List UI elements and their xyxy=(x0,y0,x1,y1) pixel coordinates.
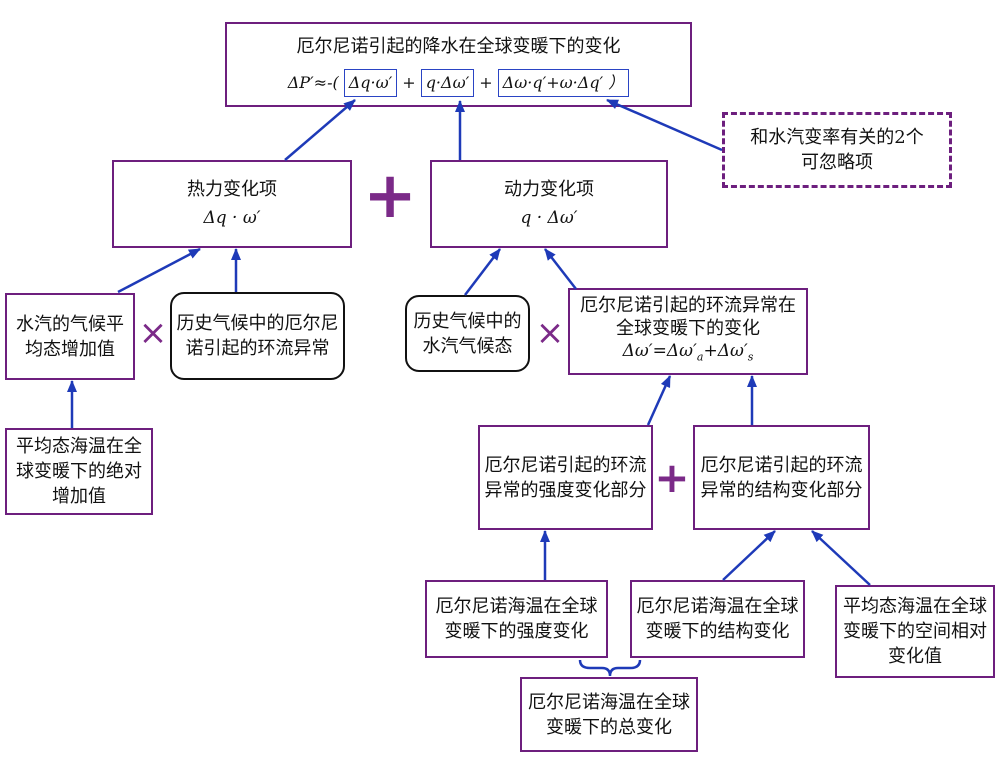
enso-sst-total-line-2: 变暖下的总变化 xyxy=(546,716,672,738)
intensity-part-line-1: 厄尔尼诺引起的环流 xyxy=(484,454,647,476)
formula-term-negligible: Δω·q′+ω·Δq′ ） xyxy=(497,69,630,97)
brace-icon xyxy=(578,659,642,677)
water-mean-increase-line-2: 均态增加值 xyxy=(25,338,115,360)
mean-sst-absolute-line-2: 球变暖下的绝对 xyxy=(16,461,142,482)
mean-sst-spatial-box: 平均态海温在全球 变暖下的空间相对 变化值 xyxy=(835,585,995,678)
enso-sst-total-box: 厄尔尼诺海温在全球 变暖下的总变化 xyxy=(520,677,698,752)
arrow-water-mean-to-thermo xyxy=(117,247,201,294)
historical-circulation-box: 历史气候中的厄尔尼 诺引起的环流异常 xyxy=(170,292,345,380)
arrow-mean-spatial-to-structure-part xyxy=(811,530,871,586)
mean-sst-spatial-line-2: 变暖下的空间相对 xyxy=(843,621,987,642)
negligible-note-box: 和水汽变率有关的2个 可忽略项 xyxy=(722,112,952,188)
formula-plus-1: + xyxy=(402,73,416,92)
times-right-operator: × xyxy=(535,313,565,353)
arrow-circulation-change-to-dynamic xyxy=(544,248,577,290)
thermo-term-title: 热力变化项 xyxy=(187,179,277,200)
precip-change-title: 厄尔尼诺引起的降水在全球变暖下的变化 xyxy=(296,36,621,57)
circulation-formula-sub-a: a xyxy=(696,350,704,364)
mean-sst-spatial-line-3: 变化值 xyxy=(888,646,942,667)
precip-change-box: 厄尔尼诺引起的降水在全球变暖下的变化 ΔP′≈-( Δq·ω′ + q·Δω′ … xyxy=(225,22,692,107)
enso-sst-structure-line-1: 厄尔尼诺海温在全球 xyxy=(636,596,799,617)
structure-part-box: 厄尔尼诺引起的环流 异常的结构变化部分 xyxy=(693,425,870,530)
negligible-note-line-2: 可忽略项 xyxy=(801,152,873,173)
dynamic-term-box: 动力变化项 q · Δω′ xyxy=(430,160,668,248)
dynamic-term-title: 动力变化项 xyxy=(504,179,594,200)
negligible-note-line-1: 和水汽变率有关的2个 xyxy=(750,127,924,148)
mean-sst-absolute-line-1: 平均态海温在全 xyxy=(16,436,142,457)
precip-formula: ΔP′≈-( Δq·ω′ + q·Δω′ + Δω·q′+ω·Δq′ ） xyxy=(288,69,630,97)
arrow-note-to-negligible-term xyxy=(606,98,723,152)
mean-sst-absolute-box: 平均态海温在全 球变暖下的绝对 增加值 xyxy=(5,428,153,515)
circulation-formula-plus: +Δω′ xyxy=(703,341,748,362)
arrow-thermo-to-term xyxy=(284,99,356,161)
formula-term-thermo: Δq·ω′ xyxy=(343,69,398,97)
times-left-operator: × xyxy=(138,313,168,353)
arrow-hist-water-to-dynamic xyxy=(464,248,501,296)
structure-part-line-1: 厄尔尼诺引起的环流 xyxy=(700,454,863,476)
plus-lower-operator: + xyxy=(654,453,690,502)
plus-main-operator: + xyxy=(363,159,417,233)
historical-water-line-2: 水汽气候态 xyxy=(422,335,513,357)
intensity-part-line-2: 异常的强度变化部分 xyxy=(484,479,647,501)
enso-sst-structure-line-2: 变暖下的结构变化 xyxy=(645,621,790,642)
formula-term-dynamic: q·Δω′ xyxy=(420,69,475,97)
enso-sst-intensity-line-2: 变暖下的强度变化 xyxy=(444,621,589,642)
circulation-formula-main: Δω′=Δω′ xyxy=(622,341,697,362)
mean-sst-spatial-line-1: 平均态海温在全球 xyxy=(843,596,987,617)
formula-plus-2: + xyxy=(479,73,493,92)
historical-circulation-line-2: 诺引起的环流异常 xyxy=(185,338,330,359)
enso-sst-structure-box: 厄尔尼诺海温在全球 变暖下的结构变化 xyxy=(630,580,805,658)
circulation-change-box: 厄尔尼诺引起的环流异常在 全球变暖下的变化 Δω′=Δω′a+Δω′s xyxy=(568,288,808,375)
structure-part-line-2: 异常的结构变化部分 xyxy=(700,479,863,501)
circulation-change-line-1: 厄尔尼诺引起的环流异常在 xyxy=(580,295,796,317)
thermo-term-box: 热力变化项 Δq · ω′ xyxy=(112,160,352,248)
thermo-term-formula: Δq · ω′ xyxy=(203,208,261,228)
water-mean-increase-line-1: 水汽的气候平 xyxy=(16,313,124,335)
arrow-intensity-to-circulation-change xyxy=(646,375,672,426)
water-mean-increase-box: 水汽的气候平 均态增加值 xyxy=(5,293,135,380)
circulation-change-formula: Δω′=Δω′a+Δω′s xyxy=(623,340,754,368)
enso-sst-intensity-line-1: 厄尔尼诺海温在全球 xyxy=(435,596,598,617)
enso-sst-intensity-box: 厄尔尼诺海温在全球 变暖下的强度变化 xyxy=(425,580,608,658)
historical-circulation-line-1: 历史气候中的厄尔尼 xyxy=(176,313,339,334)
intensity-part-box: 厄尔尼诺引起的环流 异常的强度变化部分 xyxy=(478,425,653,530)
circulation-change-line-2: 全球变暖下的变化 xyxy=(616,318,760,340)
circulation-formula-sub-s: s xyxy=(747,350,754,364)
formula-prefix: ΔP′≈-( xyxy=(287,73,339,92)
enso-sst-total-line-1: 厄尔尼诺海温在全球 xyxy=(528,691,690,713)
mean-sst-absolute-line-3: 增加值 xyxy=(52,486,106,507)
historical-water-line-1: 历史气候中的 xyxy=(413,310,522,332)
arrow-sst-structure-to-structure-part xyxy=(722,530,776,581)
dynamic-term-formula: q · Δω′ xyxy=(520,208,578,228)
historical-water-box: 历史气候中的 水汽气候态 xyxy=(405,295,530,372)
